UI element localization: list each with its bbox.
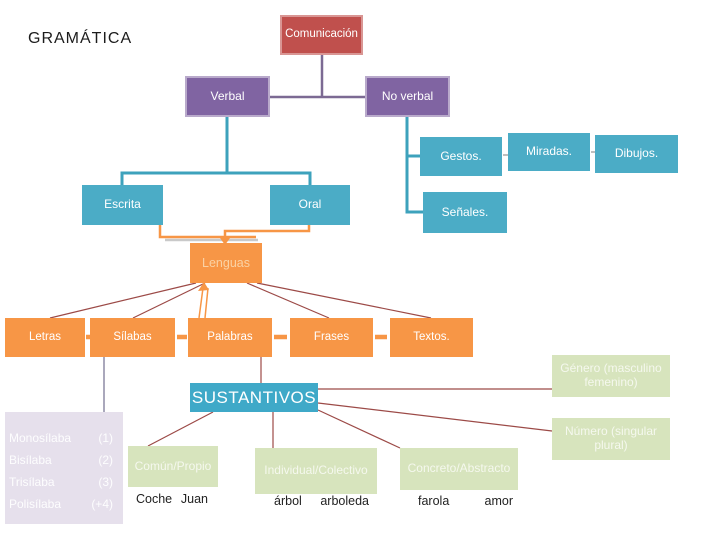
node-senales: Señales. [423,192,507,233]
concreto-abstracto-examples: farola amor [418,494,513,508]
node-dibujos: Dibujos. [595,135,678,173]
node-lenguas: Lenguas [190,243,262,283]
node-comun-propio: Común/Propio [128,446,218,487]
example-word: Juan [180,492,208,506]
node-concreto-abstracto: Concreto/Abstracto [400,448,518,490]
individual-colectivo-examples: árbol arboleda [274,494,369,508]
node-textos: Textos. [390,318,473,357]
sustantivos-fan-lines [147,388,553,449]
comunicacion-connector [270,55,365,99]
syllable-name: Polisílaba [9,497,62,511]
page-title: GRAMÁTICA [28,30,133,47]
node-silabas: Sílabas [90,318,175,357]
node-miradas: Miradas. [508,133,590,171]
lenguas-fan-lines [49,282,432,319]
node-sustantivos: SUSTANTIVOS [190,383,318,412]
node-escrita: Escrita [82,185,163,225]
syllable-name: Trisílaba [9,475,55,489]
syllable-row: Bisílaba (2) [9,449,113,471]
example-word: arboleda [320,494,369,508]
syllable-count: (1) [98,431,113,445]
node-genero: Género (masculino femenino) [552,355,670,397]
node-letras: Letras [5,318,85,357]
example-word: amor [484,494,513,508]
syllable-count: (3) [98,475,113,489]
example-word: árbol [274,494,302,508]
example-word: Coche [136,492,173,506]
verbal-connector [120,117,312,185]
node-individual-colectivo: Individual/Colectivo [255,448,377,494]
node-gestos: Gestos. [420,137,502,176]
syllable-types-box: Monosílaba (1) Bisílaba (2) Trisílaba (3… [5,412,123,524]
syllable-count: (+4) [91,497,113,511]
palabras-to-lenguas-arrow [198,282,209,319]
node-verbal: Verbal [185,76,270,117]
node-frases: Frases [290,318,373,357]
node-oral: Oral [270,185,350,225]
node-numero: Número (singular plural) [552,418,670,460]
no-verbal-connector [405,117,423,214]
syllable-count: (2) [98,453,113,467]
syllable-name: Monosílaba [9,431,72,445]
comun-propio-examples: Coche Juan [136,492,208,506]
node-no-verbal: No verbal [365,76,450,117]
syllable-row: Trisílaba (3) [9,471,113,493]
escrita-oral-to-lenguas-connector [158,225,311,245]
node-palabras: Palabras [188,318,272,357]
syllable-row: Monosílaba (1) [9,427,113,449]
syllable-row: Polisílaba (+4) [9,493,113,515]
syllable-name: Bisílaba [9,453,52,467]
example-word: farola [418,494,450,508]
node-comunicacion: Comunicación [280,15,363,55]
